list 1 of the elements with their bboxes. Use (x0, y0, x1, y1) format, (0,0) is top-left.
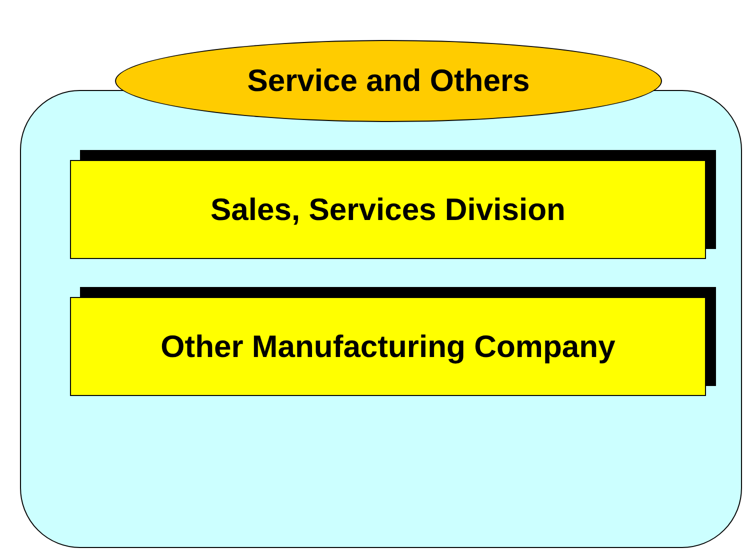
group-title-oval: Service and Others (115, 40, 662, 122)
